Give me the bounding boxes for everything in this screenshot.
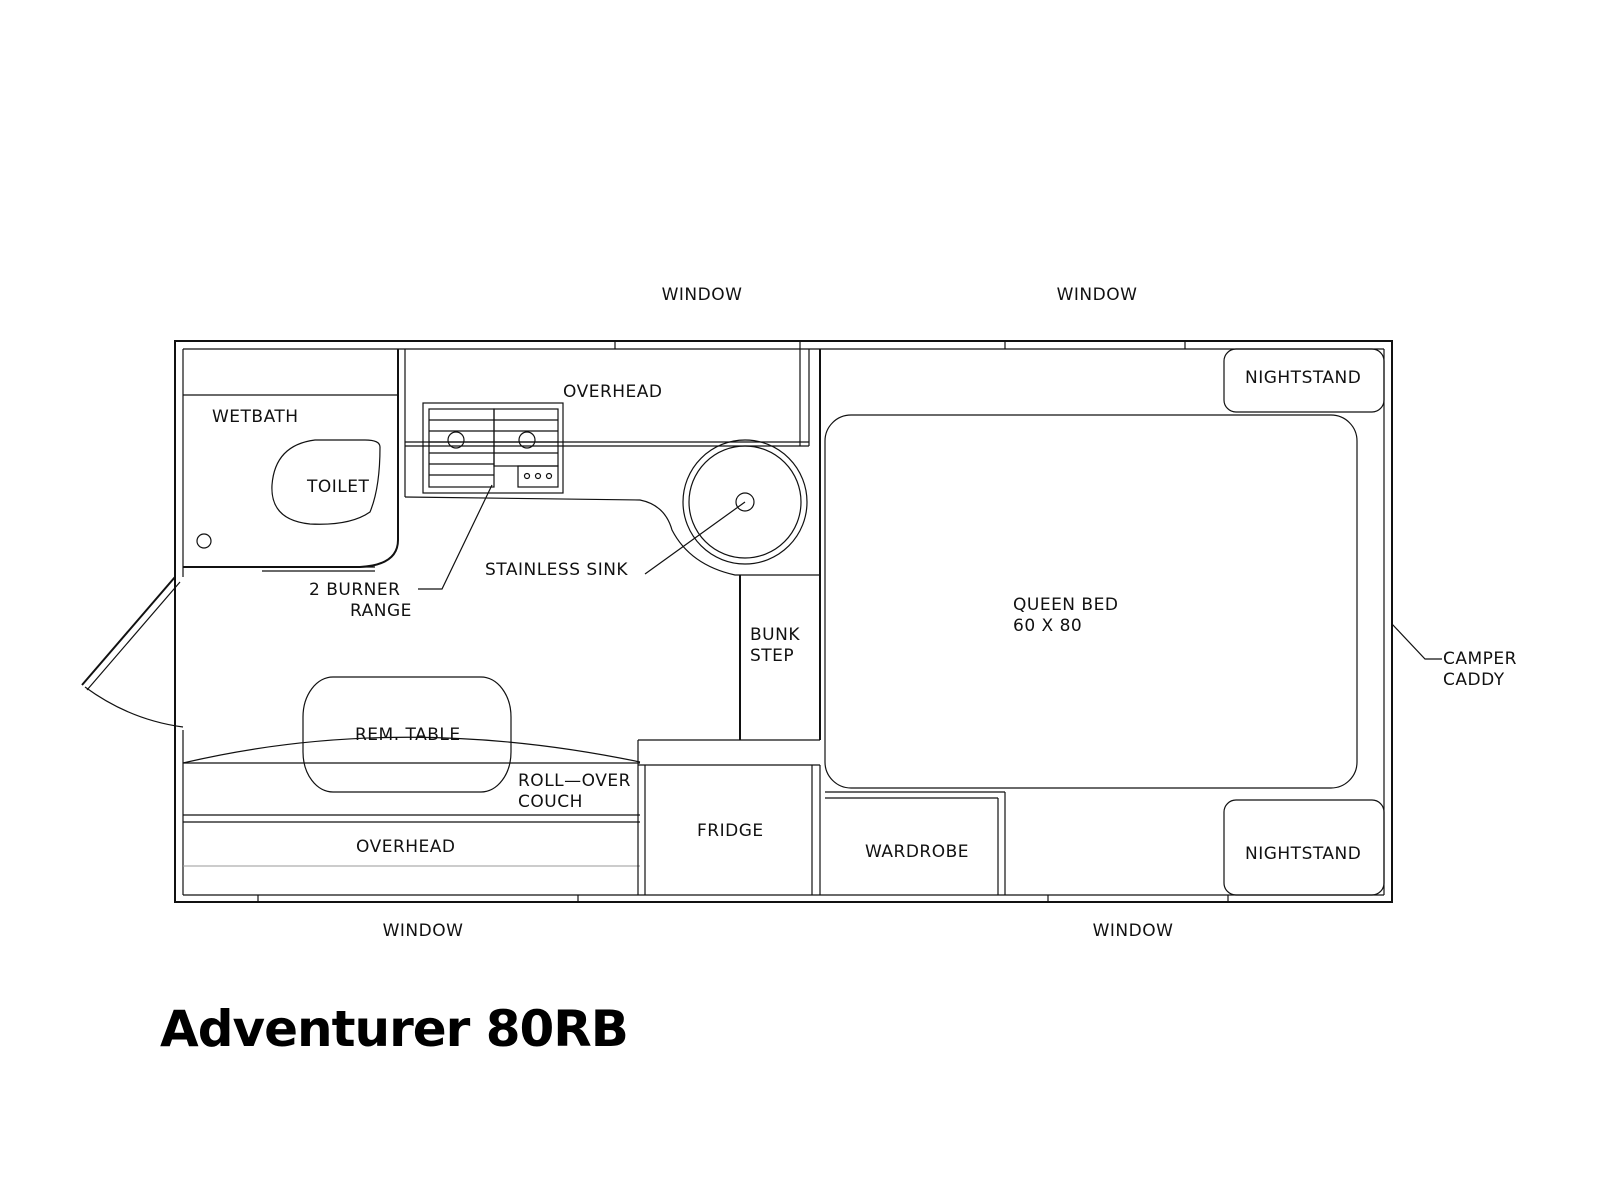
overhead-galley-label: OVERHEAD (563, 382, 663, 402)
window-label-bottom-right: WINDOW (1093, 921, 1174, 941)
queen-bed-label-2: 60 X 80 (1013, 616, 1082, 636)
fridge (637, 739, 821, 895)
nightstand-top-label: NIGHTSTAND (1245, 368, 1361, 388)
dinette (182, 676, 641, 867)
camper-caddy-label-1: CAMPER (1443, 649, 1517, 669)
outer-walls (174, 340, 1393, 903)
window-label-top-left: WINDOW (662, 285, 743, 305)
floor-plan-title: Adventurer 80RB (160, 1000, 629, 1058)
bunk-step (739, 349, 821, 740)
wetbath (183, 349, 399, 572)
toilet-icon (271, 439, 381, 525)
entry-door (81, 576, 184, 728)
rem-table-label: REM. TABLE (355, 725, 461, 745)
table-icon (302, 676, 512, 793)
bed-icon (824, 414, 1358, 789)
overhead-bottom-label: OVERHEAD (356, 837, 456, 857)
burner-range-label-1: 2 BURNER (309, 580, 400, 600)
window-label-bottom-left: WINDOW (383, 921, 464, 941)
leader-lines (418, 484, 1442, 660)
queen-bed-label-1: QUEEN BED (1013, 595, 1118, 615)
bunk-step-label-1: BUNK (750, 625, 800, 645)
burner-range-label-2: RANGE (350, 601, 412, 621)
window-label-top-right: WINDOW (1057, 285, 1138, 305)
fridge-label: FRIDGE (697, 821, 764, 841)
nightstand-top-icon (1223, 348, 1385, 413)
drain-icon (196, 533, 212, 549)
wetbath-label: WETBATH (212, 407, 299, 427)
toilet-label: TOILET (306, 477, 369, 497)
nightstand-bottom-icon (1223, 799, 1385, 896)
nightstand-bottom-label: NIGHTSTAND (1245, 844, 1361, 864)
stainless-sink-label: STAINLESS SINK (485, 560, 628, 580)
wardrobe (825, 791, 1006, 895)
sink-icon (682, 439, 808, 565)
couch-label-1: ROLL—OVER (518, 771, 631, 791)
camper-caddy-label-2: CADDY (1443, 670, 1505, 690)
bunk-step-label-2: STEP (750, 646, 794, 666)
galley (404, 349, 820, 576)
wardrobe-label: WARDROBE (865, 842, 969, 862)
couch-label-2: COUCH (518, 792, 583, 812)
burner-range-icon (422, 402, 564, 494)
